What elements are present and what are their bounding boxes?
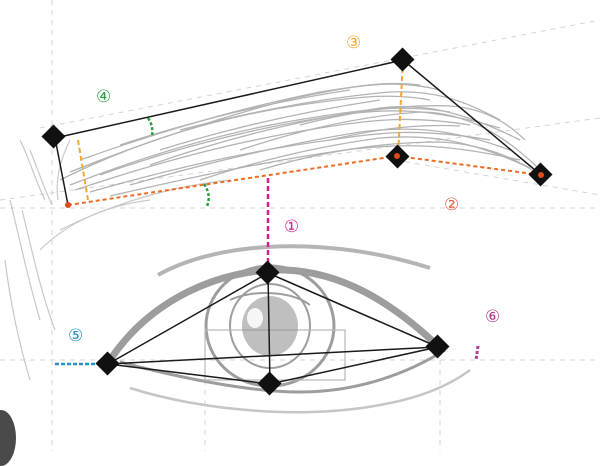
label-1: ① <box>284 217 299 237</box>
point-eye-inner <box>95 351 120 376</box>
outer-corner-tick <box>474 345 480 361</box>
height-guides <box>77 59 404 201</box>
baseline-dots <box>65 153 544 208</box>
skin-sketch <box>4 139 231 381</box>
label-4: ④ <box>96 87 111 107</box>
point-brow-inner-top <box>41 124 66 149</box>
label-2: ② <box>444 195 459 215</box>
point-eye-outer <box>425 334 450 359</box>
eyebrow-outline <box>54 59 542 206</box>
angle-arcs <box>146 117 210 207</box>
label-3: ③ <box>346 33 361 53</box>
eyebrow-sketch <box>59 82 541 197</box>
point-eye-bottom <box>257 371 282 396</box>
point-eye-top <box>255 260 280 285</box>
construction-guides <box>0 0 600 451</box>
eye-highlight <box>247 308 263 328</box>
label-6: ⑥ <box>485 307 500 327</box>
point-brow-peak <box>390 47 415 72</box>
eye-frame-lines <box>107 272 439 385</box>
eyebrow-diagram: ① ② ③ ④ ⑤ ⑥ <box>0 0 600 451</box>
brow-baseline <box>67 155 542 206</box>
label-5: ⑤ <box>68 326 83 346</box>
